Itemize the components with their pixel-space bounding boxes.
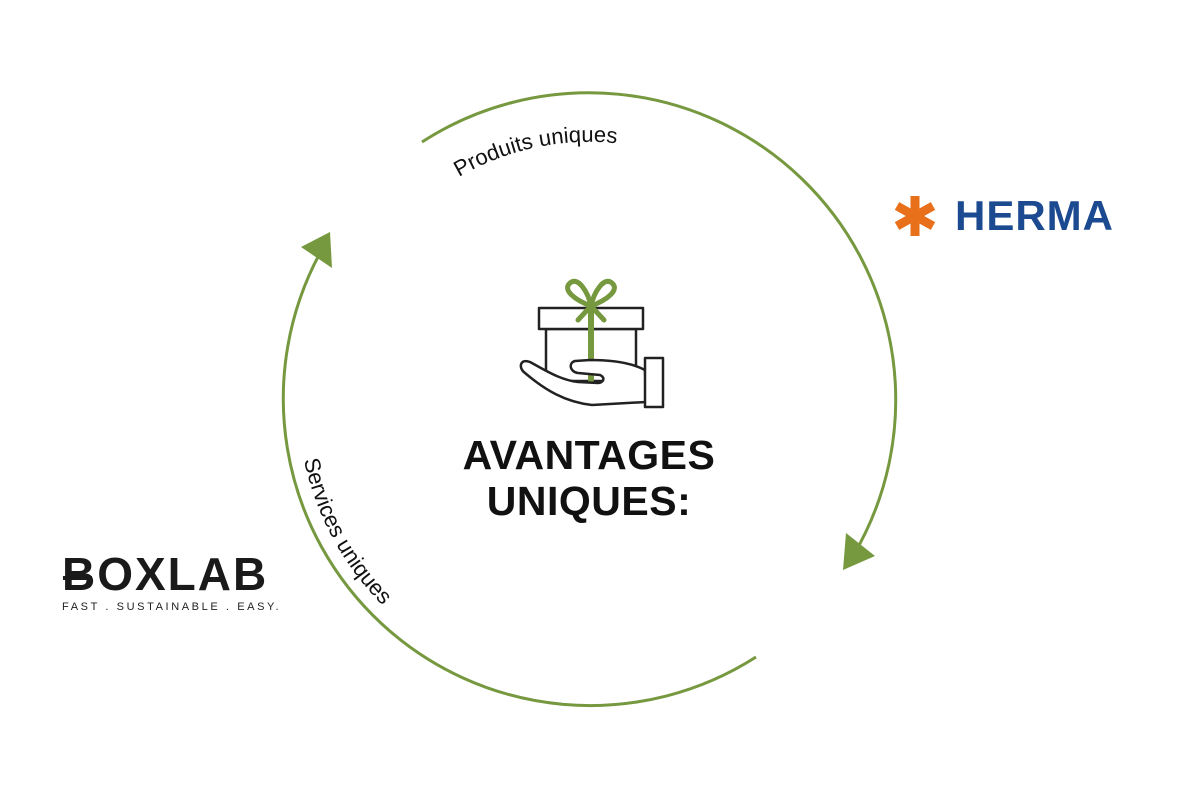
arrow-head-right — [843, 533, 875, 570]
herma-logo: HERMA — [955, 192, 1114, 239]
boxlab-logo: BOXLAB — [62, 548, 269, 600]
page-title: AVANTAGES UNIQUES: — [389, 432, 789, 524]
gift-hand-icon — [519, 278, 665, 409]
cycle-arc-bottom — [281, 252, 757, 708]
boxlab-tagline: FAST . SUSTAINABLE . EASY. — [62, 601, 282, 613]
label-produits-uniques: Produits uniques — [449, 122, 618, 182]
herma-asterisk-icon — [894, 196, 936, 236]
arrow-head-left — [301, 232, 332, 268]
title-line-2: UNIQUES: — [486, 478, 692, 524]
title-line-1: AVANTAGES — [462, 432, 716, 478]
cycle-arc-top — [421, 91, 898, 557]
